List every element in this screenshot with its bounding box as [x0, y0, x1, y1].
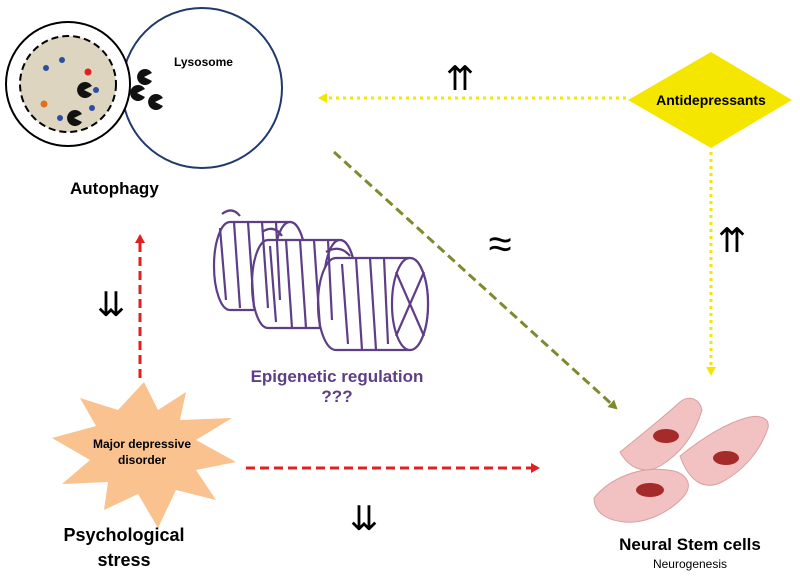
stress-label-line1: Psychological: [63, 525, 184, 545]
enzyme-icon: [77, 82, 92, 99]
stress-label-line2: stress: [97, 550, 150, 570]
arrow-autophagy-to-nsc: [332, 150, 618, 410]
enzyme-icon: [67, 109, 82, 127]
mdd-label-line2: disorder: [118, 453, 166, 467]
neural-stem-cells-illustration: [593, 397, 769, 523]
epigenetic-label: Epigenetic regulation: [251, 367, 424, 386]
cargo-dot: [89, 105, 95, 111]
cargo-dot: [59, 57, 65, 63]
antidepressants-label: Antidepressants: [656, 92, 766, 108]
antidepressants-node: Antidepressants: [628, 52, 792, 148]
increase-symbol-autophagy: ⇈: [446, 60, 475, 98]
enzyme-icon: [148, 93, 163, 110]
cell-nucleus: [636, 483, 664, 497]
decrease-symbol-autophagy: ⇊: [97, 286, 126, 324]
cargo-dot: [40, 100, 48, 108]
dna-wrap: [268, 239, 334, 329]
cargo-dot: [43, 65, 49, 71]
decrease-symbol-nsc: ⇊: [350, 500, 379, 538]
neurogenesis-label: Neurogenesis: [653, 557, 727, 571]
cargo-dot: [93, 87, 99, 93]
chromatin-illustration: [212, 209, 430, 352]
enzyme-icon: [130, 84, 145, 101]
dna-linker: [221, 209, 351, 257]
lysosome-circle: [121, 7, 283, 169]
stem-cell: [679, 415, 769, 486]
epigenetic-unknown-label: ???: [321, 387, 352, 406]
mdd-label-line1: Major depressive: [93, 437, 191, 451]
mdd-starburst: [52, 382, 236, 528]
antidepressants-diamond: [628, 52, 792, 148]
lysosome-label: Lysosome: [174, 55, 233, 69]
autophagy-illustration: Lysosome: [5, 7, 283, 169]
nsc-label: Neural Stem cells: [619, 535, 761, 554]
enzyme-icon: [137, 69, 152, 85]
cell-nucleus: [713, 451, 739, 465]
mdd-node: Major depressive disorder: [52, 382, 236, 528]
dna-wrap: [218, 221, 282, 309]
autophagy-label: Autophagy: [70, 179, 159, 198]
approx-symbol: ≈: [488, 220, 511, 267]
cell-nucleus: [653, 429, 679, 443]
increase-symbol-nsc: ⇈: [718, 222, 747, 260]
histone-cross: [394, 271, 426, 337]
cargo-dot: [84, 68, 92, 76]
stem-cell: [593, 468, 689, 523]
dna-wrap: [340, 257, 390, 351]
cargo-dot: [57, 115, 63, 121]
